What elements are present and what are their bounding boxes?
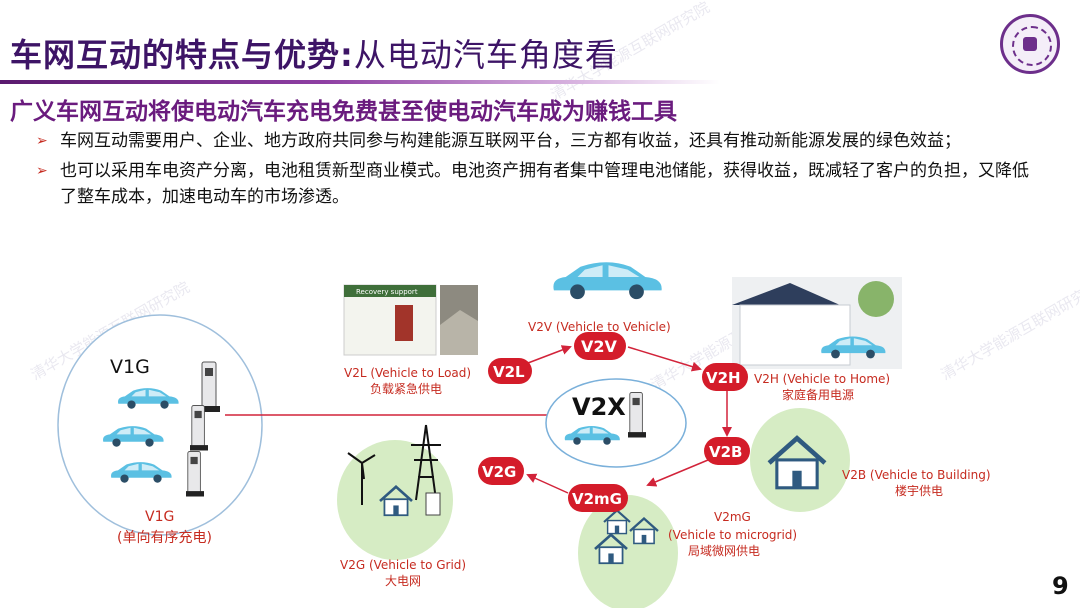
bullet-text: 车网互动需要用户、企业、地方政府共同参与构建能源互联网平台，三方都有收益，还具有… [60,131,961,151]
v2b-label: V2B (Vehicle to Building) [842,468,991,482]
v2mg-badge: V2mG [568,484,628,512]
wind-turbine-icon [347,452,376,505]
v1g-label: V1G [145,509,174,525]
v2g-label: V2G (Vehicle to Grid) [340,558,466,572]
v2mg-label: V2mG [714,510,751,524]
v2x-title: V2X [572,393,626,421]
v2v-label: V2V (Vehicle to Vehicle) [528,320,671,334]
home-photo-roof [732,283,840,305]
v1g-sublabel: (单向有序充电) [117,530,212,546]
page-number: 9 [1052,572,1069,600]
bullet-item: ➢ 也可以采用车电资产分离，电池租赁新型商业模式。电池资产拥有者集中管理电池储能… [34,158,1044,210]
v2x-diagram: V1G V1G (单向有序充电) Recovery support V2X [57,262,991,608]
bullet-list: ➢ 车网互动需要用户、企业、地方政府共同参与构建能源互联网平台，三方都有收益，还… [34,128,1044,214]
v2b-badge-text: V2B [709,443,742,461]
v2mg-badge-text: V2mG [572,490,622,508]
v1g-circle [57,314,263,536]
car-icon [553,262,662,300]
v2mg-circle [578,495,678,608]
slide-subtitle: 广义车网互动将使电动汽车充电免费甚至使电动汽车成为赚钱工具 [10,99,677,125]
disaster-photo-debris [440,310,478,355]
v2mg-to-v2g-arrow [526,473,569,494]
logo-ring [1012,26,1052,66]
bullet-arrow-icon: ➢ [36,163,48,179]
v2h-badge: V2H [702,363,748,391]
transmission-tower-icon [411,424,441,501]
v2mg-sublabel: 局域微网供电 [688,544,760,558]
v1g-title: V1G [110,356,150,378]
logo-core [1023,37,1037,51]
v2l-badge: V2L [488,358,532,384]
v2h-sublabel: 家庭备用电源 [782,387,854,402]
v2b-to-v2mg-arrow [646,459,709,487]
recovery-photo-caption: Recovery support [356,288,418,296]
recovery-photo-lamp [395,305,413,341]
v2b-sublabel: 楼宇供电 [895,483,943,498]
v2v-badge-text: V2V [581,337,618,356]
title-underline [0,80,720,84]
recovery-photo-header [344,285,436,297]
university-logo-icon [1000,14,1060,74]
v2b-badge: V2B [704,437,750,465]
slide-title-bold: 车网互动的特点与优势: [10,36,354,74]
bullet-item: ➢ 车网互动需要用户、企业、地方政府共同参与构建能源互联网平台，三方都有收益，还… [34,128,1044,154]
v2l-badge-text: V2L [493,363,525,381]
v2l-to-v2v-arrow [527,345,572,364]
v2h-badge-text: V2H [706,369,741,387]
v2v-to-v2h-arrow [627,346,702,372]
home-photo-tree [858,281,894,317]
v2g-badge: V2G [478,457,524,485]
battery-icon [425,492,441,516]
v2x-circle [545,378,687,468]
v2l-label: V2L (Vehicle to Load) [344,366,471,380]
slide-title: 车网互动的特点与优势:从电动汽车角度看 [10,30,618,76]
bullet-text: 也可以采用车电资产分离，电池租赁新型商业模式。电池资产拥有者集中管理电池储能，获… [60,161,1029,207]
v2g-sublabel: 大电网 [385,574,421,588]
slide-title-rest: 从电动汽车角度看 [353,36,618,74]
v2h-label: V2H (Vehicle to Home) [754,372,890,386]
v2v-badge: V2V [574,332,626,360]
v2l-sublabel: 负载紧急供电 [370,381,442,396]
bullet-arrow-icon: ➢ [36,133,48,149]
v2g-badge-text: V2G [482,463,516,481]
v2mg-label-2: (Vehicle to microgrid) [668,528,797,542]
